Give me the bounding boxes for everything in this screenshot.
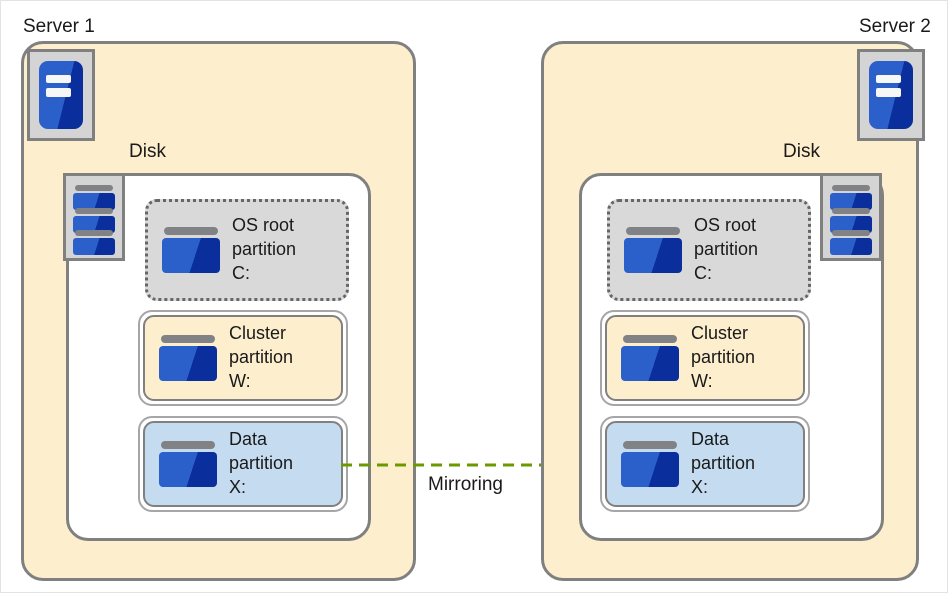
server-1-disk-icon	[63, 173, 125, 261]
partition-line-1: Data	[691, 429, 730, 450]
partition-line-3: W:	[229, 370, 251, 391]
server-1-partition-cluster-text: Cluster partition W:	[229, 322, 293, 394]
server-2-server-icon	[857, 49, 925, 141]
server-1-partition-cluster: Cluster partition W:	[138, 310, 348, 406]
mirroring-label: Mirroring	[428, 474, 503, 495]
server-2-partition-os-text: OS root partition C:	[694, 214, 758, 286]
server-glyph	[39, 61, 83, 129]
partition-line-3: X:	[691, 476, 709, 497]
server-2-title: Server 2	[859, 16, 931, 37]
server-1-disk-label: Disk	[129, 141, 166, 162]
server-2-partition-data-text: Data partition X:	[691, 428, 755, 500]
partition-line-3: X:	[229, 476, 247, 497]
partition-drive-icon	[162, 227, 220, 273]
partition-line-1: OS root	[232, 215, 295, 236]
partition-line-2: partition	[691, 453, 756, 474]
partition-drive-icon	[159, 441, 217, 487]
partition-drive-icon	[624, 227, 682, 273]
partition-line-3: C:	[694, 262, 712, 283]
partition-line-2: partition	[694, 239, 759, 260]
partition-drive-icon	[621, 441, 679, 487]
partition-line-1: Cluster	[229, 323, 287, 344]
partition-line-2: partition	[229, 453, 294, 474]
server-2-partition-cluster: Cluster partition W:	[600, 310, 810, 406]
server-1-partition-data-text: Data partition X:	[229, 428, 293, 500]
server-1-partition-os: OS root partition C:	[145, 199, 349, 301]
partition-drive-icon	[621, 335, 679, 381]
partition-line-1: Cluster	[691, 323, 749, 344]
partition-line-2: partition	[229, 347, 294, 368]
server-glyph	[869, 61, 913, 129]
partition-line-1: Data	[229, 429, 268, 450]
server-1-partition-data: Data partition X:	[138, 416, 348, 512]
partition-line-2: partition	[691, 347, 756, 368]
disk-stack-glyph	[830, 183, 872, 256]
server-2-partition-cluster-text: Cluster partition W:	[691, 322, 755, 394]
disk-stack-glyph	[73, 183, 115, 256]
partition-line-1: OS root	[694, 215, 757, 236]
partition-line-3: C:	[232, 262, 250, 283]
server-2-partition-data: Data partition X:	[600, 416, 810, 512]
partition-line-3: W:	[691, 370, 713, 391]
partition-drive-icon	[159, 335, 217, 381]
server-2-disk-icon	[820, 173, 882, 261]
server-2-disk-label: Disk	[783, 141, 820, 162]
server-1-title: Server 1	[23, 16, 95, 37]
server-1-server-icon	[27, 49, 95, 141]
partition-line-2: partition	[232, 239, 297, 260]
server-1-partition-os-text: OS root partition C:	[232, 214, 296, 286]
server-2-partition-os: OS root partition C:	[607, 199, 811, 301]
